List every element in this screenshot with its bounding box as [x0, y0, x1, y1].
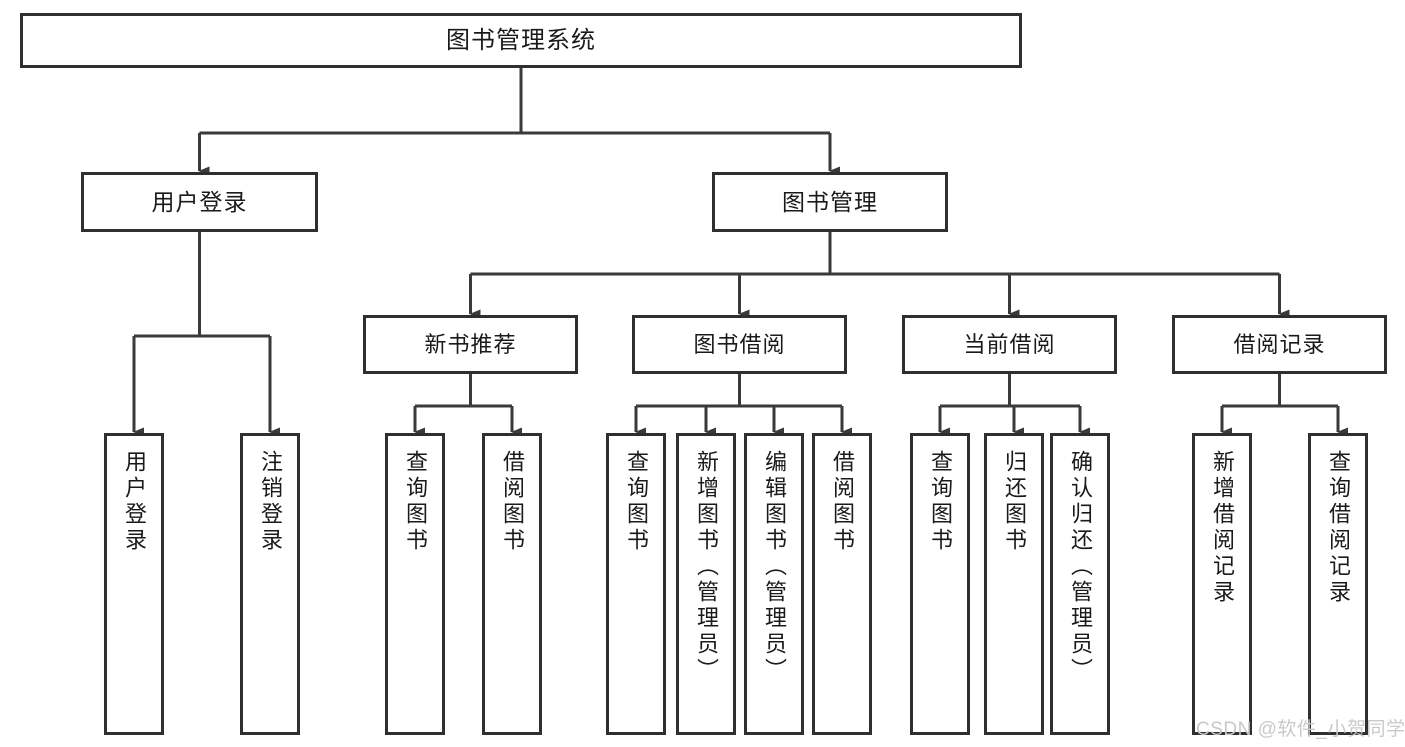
node-current[interactable]: 当前借阅	[902, 315, 1117, 374]
node-label: 确认归还（管理员）	[1068, 450, 1093, 684]
node-l-edit[interactable]: 编辑图书（管理员）	[744, 433, 804, 735]
node-label: 用户登录	[151, 188, 248, 215]
node-label: 借阅记录	[1233, 331, 1326, 357]
node-borrow[interactable]: 图书借阅	[632, 315, 847, 374]
node-label: 查询图书	[624, 450, 649, 554]
node-label: 新增借阅记录	[1210, 450, 1235, 606]
node-l-addrec[interactable]: 新增借阅记录	[1192, 433, 1252, 735]
node-l-q1[interactable]: 查询图书	[385, 433, 445, 735]
node-label: 用户登录	[122, 450, 147, 554]
node-label: 借阅图书	[830, 450, 855, 554]
node-l-qrec[interactable]: 查询借阅记录	[1308, 433, 1368, 735]
node-label: 查询图书	[928, 450, 953, 554]
node-l-logout[interactable]: 注销登录	[240, 433, 300, 735]
node-label: 新增图书（管理员）	[694, 450, 719, 684]
node-l-add[interactable]: 新增图书（管理员）	[676, 433, 736, 735]
node-label: 编辑图书（管理员）	[762, 450, 787, 684]
node-label: 新书推荐	[424, 331, 517, 357]
node-l-userlogin[interactable]: 用户登录	[104, 433, 164, 735]
node-l-confirm[interactable]: 确认归还（管理员）	[1050, 433, 1110, 735]
node-label: 图书管理	[782, 188, 878, 215]
node-newbook[interactable]: 新书推荐	[363, 315, 578, 374]
node-label: 当前借阅	[963, 331, 1056, 357]
node-l-b1[interactable]: 借阅图书	[482, 433, 542, 735]
edge-group	[132, 68, 1348, 437]
node-root[interactable]: 图书管理系统	[20, 13, 1022, 68]
node-label: 查询图书	[403, 450, 428, 554]
node-label: 归还图书	[1002, 450, 1027, 554]
node-label: 注销登录	[258, 450, 283, 554]
node-label: 图书借阅	[693, 331, 786, 357]
node-label: 图书管理系统	[446, 26, 596, 54]
node-l-return[interactable]: 归还图书	[984, 433, 1044, 735]
node-bookmgmt[interactable]: 图书管理	[712, 172, 948, 232]
node-label: 借阅图书	[500, 450, 525, 554]
node-l-q2[interactable]: 查询图书	[606, 433, 666, 735]
csdn-watermark: CSDN @软件_小贺同学	[1196, 719, 1405, 740]
node-label: 查询借阅记录	[1326, 450, 1351, 606]
node-records[interactable]: 借阅记录	[1172, 315, 1387, 374]
node-login[interactable]: 用户登录	[81, 172, 318, 232]
node-l-b2[interactable]: 借阅图书	[812, 433, 872, 735]
node-l-q3[interactable]: 查询图书	[910, 433, 970, 735]
